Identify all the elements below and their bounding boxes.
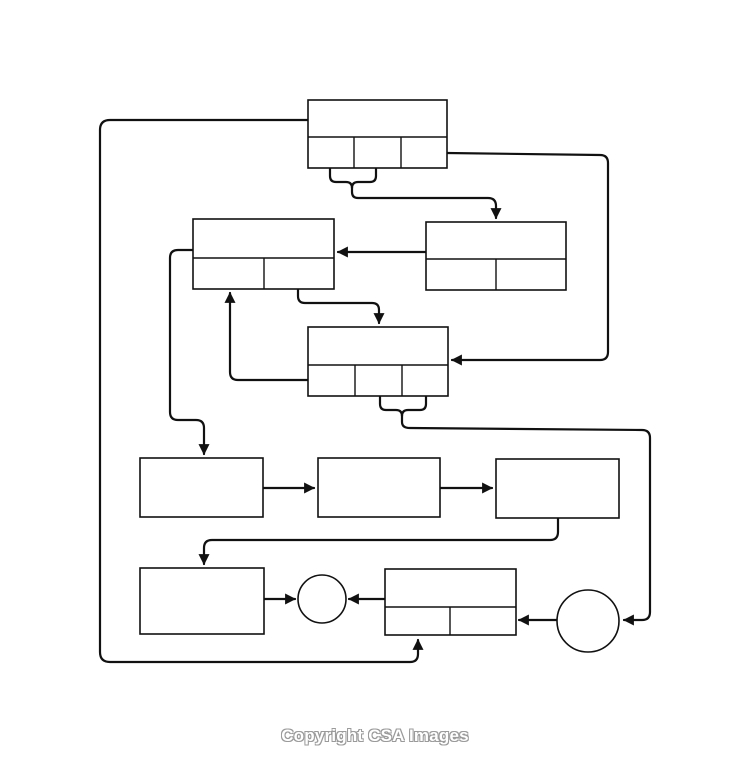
circle-large bbox=[556, 589, 620, 653]
process-row-2-a bbox=[139, 567, 265, 635]
record-left bbox=[192, 218, 335, 290]
process-row-1-a bbox=[139, 457, 264, 518]
record-middle bbox=[307, 326, 449, 397]
record-top bbox=[307, 99, 448, 169]
record-bottom bbox=[384, 568, 517, 636]
connector-left-to-middle bbox=[296, 287, 385, 325]
connector-middle-brace-right bbox=[400, 394, 428, 418]
process-row-1-b bbox=[317, 457, 441, 518]
connector-top-loop-to-bottom bbox=[98, 118, 424, 664]
process-row-1-c bbox=[495, 458, 620, 519]
connector-top-to-right bbox=[328, 166, 502, 220]
copyright-watermark: Copyright CSA Images bbox=[281, 726, 469, 745]
connector-top-to-middle bbox=[445, 151, 610, 366]
connector-middle-to-left bbox=[224, 291, 310, 382]
circle-small bbox=[297, 574, 347, 624]
connector-middle-to-circle bbox=[378, 394, 652, 626]
connector-process-c-to-row2 bbox=[198, 516, 560, 566]
connector-left-to-process bbox=[168, 248, 210, 456]
record-right bbox=[425, 221, 567, 291]
connectors bbox=[98, 118, 652, 664]
connector-top-brace-right bbox=[350, 166, 378, 190]
